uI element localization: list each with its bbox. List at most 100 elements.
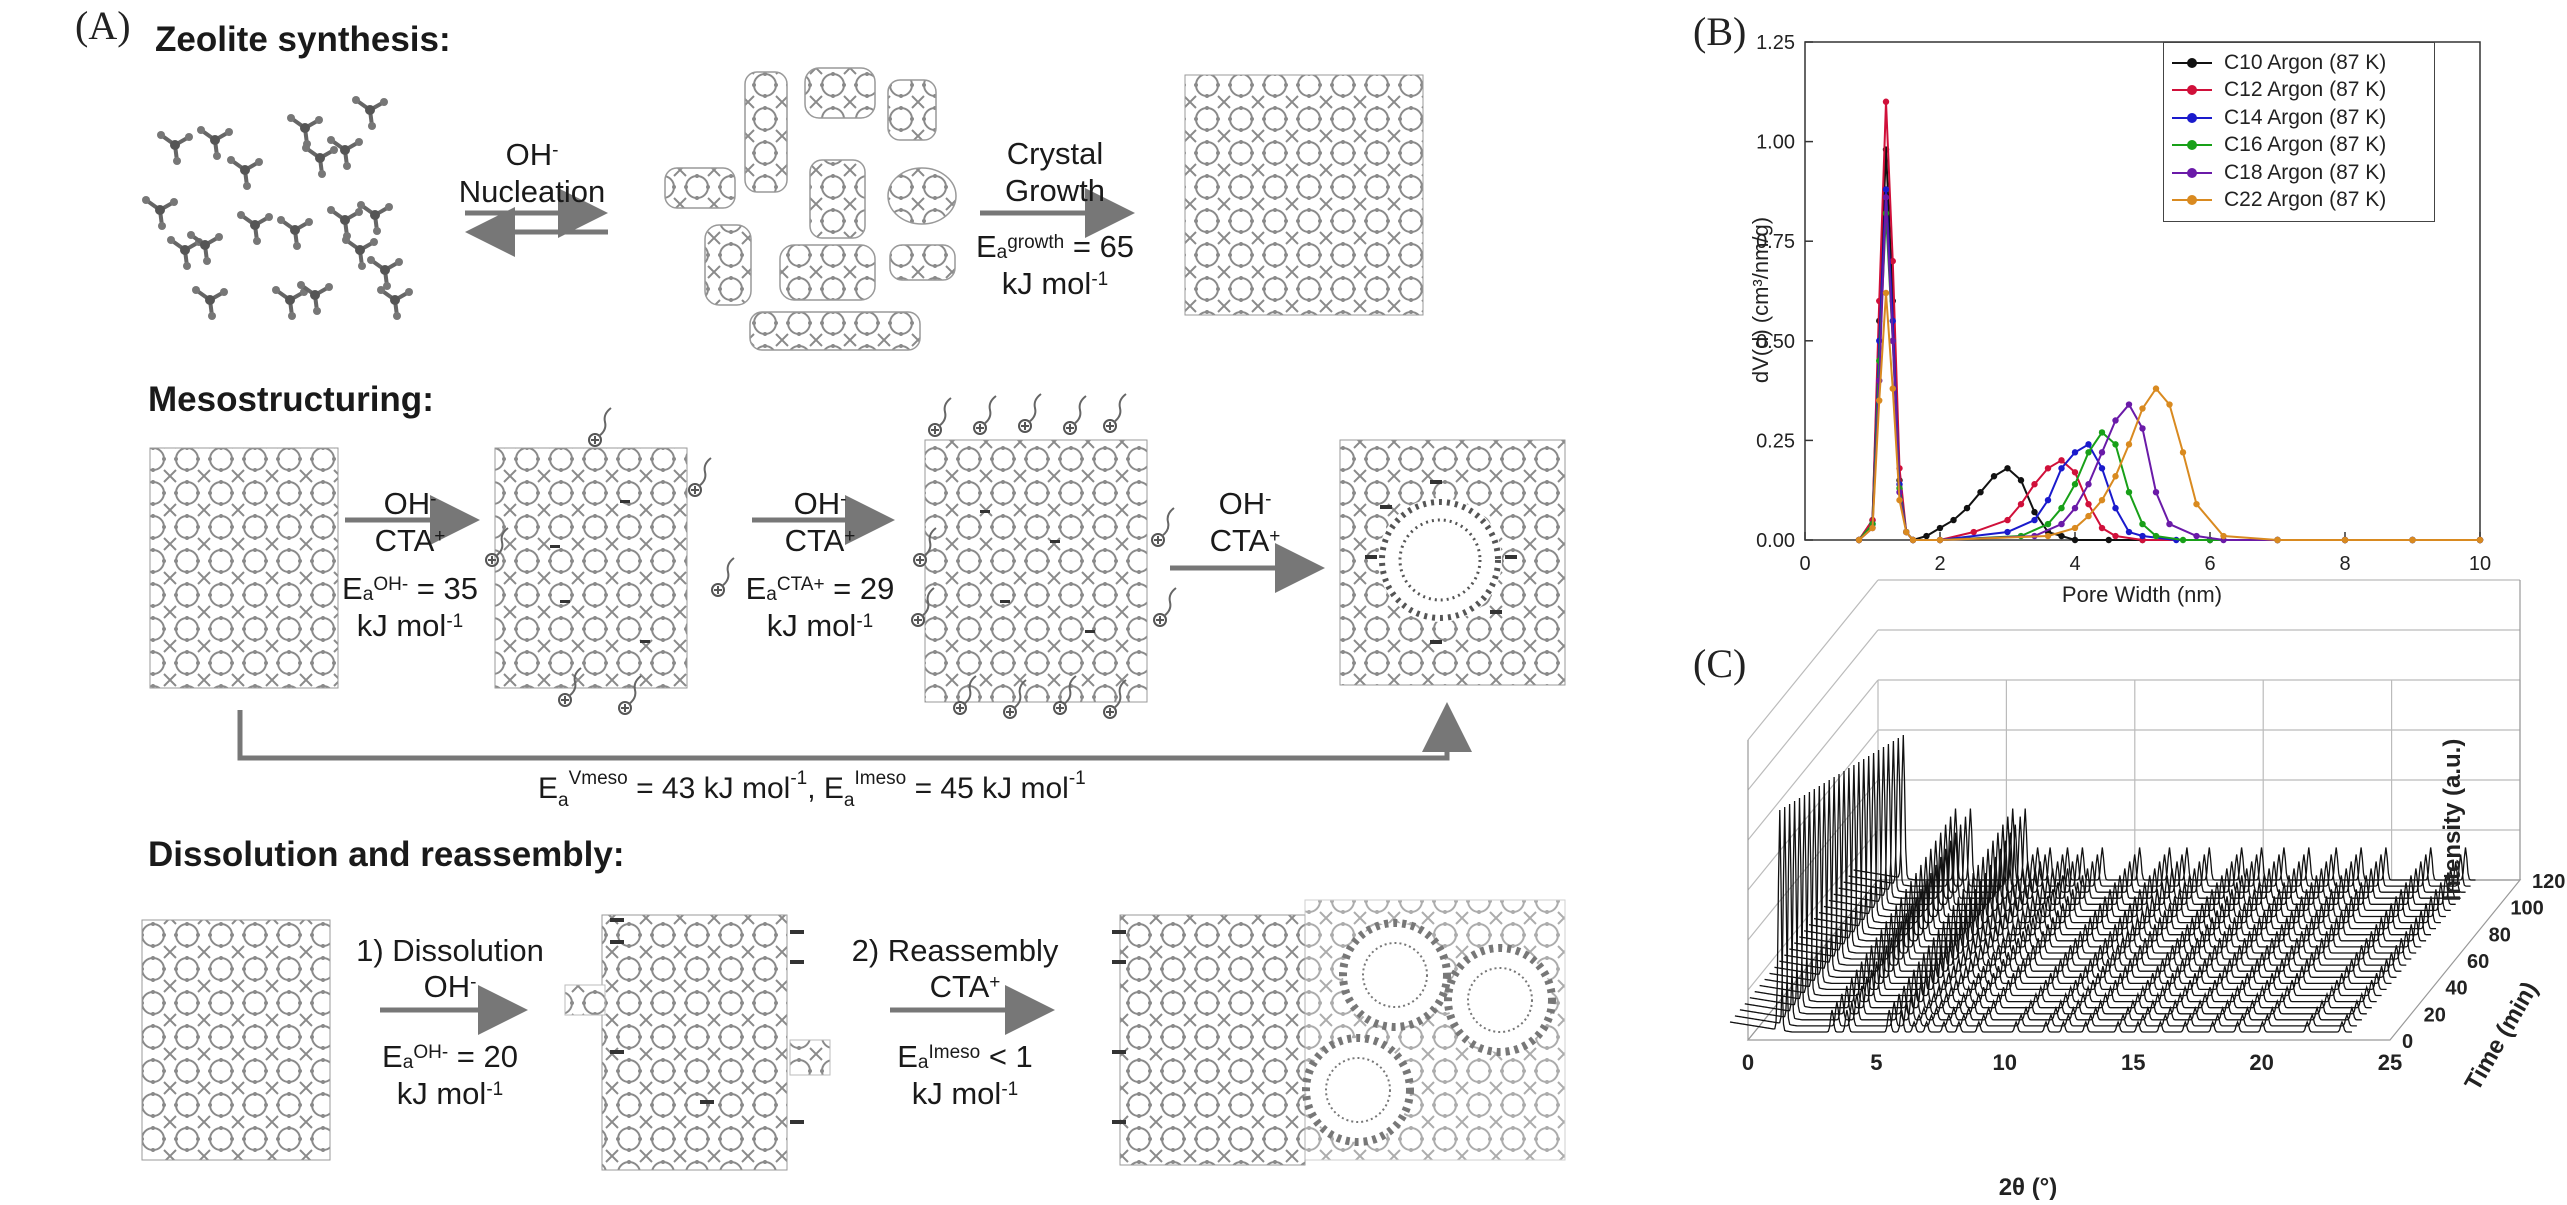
b-data-point bbox=[1889, 385, 1896, 392]
b-data-point bbox=[2098, 429, 2106, 436]
b-data-point bbox=[2139, 520, 2146, 528]
c-diffraction-trace bbox=[1764, 788, 2387, 991]
b-data-point bbox=[2004, 528, 2011, 536]
b-data-point bbox=[2125, 528, 2133, 536]
b-data-point bbox=[2274, 536, 2281, 544]
b-data-point bbox=[2193, 532, 2200, 540]
zeolite-synthesis-heading: Zeolite synthesis: bbox=[155, 20, 451, 59]
b-data-point bbox=[2166, 520, 2173, 528]
b-y-tick-label: 1.25 bbox=[1756, 32, 1795, 54]
b-data-point bbox=[2125, 401, 2133, 408]
b-data-point bbox=[2044, 496, 2052, 504]
c-diffraction-trace bbox=[1853, 734, 2476, 881]
b-data-point bbox=[2179, 536, 2187, 544]
b-data-point bbox=[2058, 504, 2065, 512]
b-data-point bbox=[2152, 488, 2160, 496]
b-data-point bbox=[1936, 536, 1944, 544]
c-time-label: Time (min) bbox=[2460, 977, 2544, 1095]
c-time-tick-label: 80 bbox=[2489, 924, 2511, 946]
b-x-tick-label: 0 bbox=[1799, 553, 1810, 575]
panel-a-label: (A) bbox=[75, 3, 131, 48]
b-x-tick-label: 2 bbox=[1934, 553, 1945, 575]
b-data-point bbox=[2031, 516, 2038, 524]
b-legend-swatch bbox=[2172, 57, 2212, 68]
zeolite-nuclei bbox=[664, 67, 957, 351]
c-x-tick-label: 0 bbox=[1742, 1050, 1754, 1075]
b-data-point bbox=[2112, 417, 2119, 424]
b-data-point bbox=[2031, 508, 2038, 516]
b-legend-label: C22 Argon (87 K) bbox=[2224, 188, 2387, 212]
surface-charged-zeolite bbox=[485, 407, 735, 715]
c-x-tick-label: 25 bbox=[2378, 1050, 2402, 1075]
b-legend-swatch bbox=[2172, 167, 2212, 178]
nucleation-equilibrium-arrows bbox=[465, 188, 608, 257]
micelle bbox=[1302, 919, 1556, 1146]
b-data-point bbox=[2139, 532, 2146, 540]
b-legend: C10 Argon (87 K)C12 Argon (87 K)C14 Argo… bbox=[2163, 42, 2435, 222]
b-data-point bbox=[1882, 186, 1890, 193]
c-diffraction-trace bbox=[1759, 791, 2382, 997]
b-data-point bbox=[1936, 524, 1944, 532]
meso-step1-ea: EaOH- = 35 kJ mol-1 bbox=[342, 571, 478, 643]
c-diffraction-trace bbox=[1754, 794, 2377, 1003]
c-time-tick-label: 60 bbox=[2467, 951, 2489, 973]
reassembled-zeolite bbox=[1112, 899, 1566, 1166]
c-diffraction-trace bbox=[1749, 797, 2372, 1009]
b-data-point bbox=[2105, 536, 2112, 544]
b-legend-item: C18 Argon (87 K) bbox=[2172, 159, 2426, 187]
b-legend-label: C16 Argon (87 K) bbox=[2224, 133, 2387, 157]
b-data-point bbox=[2085, 449, 2092, 456]
b-data-point bbox=[2071, 481, 2079, 488]
c-intensity-label: Intensity (a.u.) bbox=[2439, 739, 2466, 902]
b-data-point bbox=[2112, 473, 2119, 480]
growth-label: Crystal Growth bbox=[1005, 136, 1105, 208]
b-data-point bbox=[1876, 397, 1883, 404]
b-y-tick-label: 0.75 bbox=[1756, 231, 1795, 253]
b-data-point bbox=[2085, 481, 2092, 488]
c-diffraction-trace bbox=[1784, 776, 2407, 966]
b-data-point bbox=[1882, 194, 1890, 201]
b-data-point bbox=[2031, 481, 2038, 488]
c-x-tick-label: 5 bbox=[1870, 1050, 1882, 1075]
b-series-line bbox=[1858, 189, 2480, 541]
b-legend-swatch bbox=[2172, 112, 2212, 123]
panel-a-graphics bbox=[140, 67, 1566, 1171]
b-data-point bbox=[2112, 441, 2119, 448]
b-y-tick-label: 0.50 bbox=[1756, 331, 1795, 353]
b-x-axis-label: Pore Width (nm) bbox=[2062, 582, 2222, 607]
b-data-point bbox=[2125, 441, 2133, 448]
b-data-point bbox=[2071, 469, 2079, 476]
b-data-point bbox=[1990, 473, 1998, 480]
b-data-point bbox=[2004, 465, 2011, 472]
growth-ea: Eagrowth = 65 kJ mol-1 bbox=[975, 229, 1135, 301]
c-time-tick-label: 100 bbox=[2510, 898, 2543, 920]
b-data-point bbox=[2139, 405, 2146, 412]
b-legend-label: C14 Argon (87 K) bbox=[2224, 105, 2387, 129]
dissolution-ea: EaOH- = 20 kJ mol-1 bbox=[382, 1039, 518, 1111]
b-data-point bbox=[2017, 500, 2025, 508]
b-legend-label: C12 Argon (87 K) bbox=[2224, 78, 2387, 102]
c-x-tick-label: 10 bbox=[1993, 1050, 2017, 1075]
meso-step2-reagents: OH- CTA+ bbox=[784, 486, 856, 558]
parent-zeolite-2 bbox=[141, 919, 331, 1161]
panel-b-label: (B) bbox=[1693, 9, 1747, 54]
b-legend-item: C22 Argon (87 K) bbox=[2172, 187, 2426, 215]
dissolved-zeolite bbox=[564, 914, 831, 1171]
b-data-point bbox=[1950, 516, 1957, 524]
b-data-point bbox=[1869, 524, 1876, 532]
b-data-point bbox=[2044, 520, 2052, 528]
b-data-point bbox=[1855, 536, 1863, 544]
b-data-point bbox=[1889, 257, 1896, 265]
b-legend-label: C18 Argon (87 K) bbox=[2224, 160, 2387, 184]
b-data-point bbox=[1909, 536, 1917, 544]
b-data-point bbox=[2098, 524, 2106, 532]
c-grid-line bbox=[1747, 629, 1879, 791]
b-x-tick-label: 8 bbox=[2339, 553, 2350, 575]
b-data-point bbox=[2179, 449, 2187, 456]
b-series-4 bbox=[1855, 194, 2484, 544]
reassembly-title: 2) Reassembly bbox=[851, 933, 1059, 968]
bypass-activation-energies: EaVmeso = 43 kJ mol-1, EaImeso = 45 kJ m… bbox=[538, 768, 1086, 811]
b-data-point bbox=[2409, 536, 2416, 544]
b-data-point bbox=[2071, 449, 2079, 456]
